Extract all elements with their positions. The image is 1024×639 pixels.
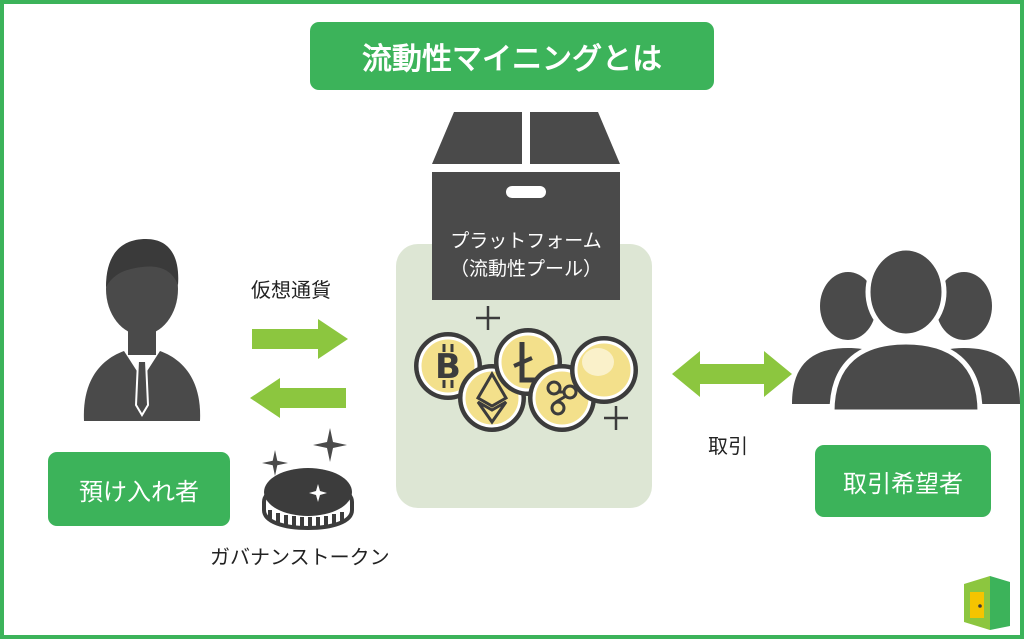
coin-pile: B xyxy=(414,306,638,432)
user-group-icon xyxy=(792,245,1020,415)
brand-logo-icon xyxy=(964,576,1010,630)
depositor-label: 預け入れ者 xyxy=(48,452,230,526)
crypto-flow-label: 仮想通貨 xyxy=(251,278,331,302)
traders-label: 取引希望者 xyxy=(815,445,991,517)
platform-label-line2: （流動性プール） xyxy=(449,258,602,280)
open-box-icon xyxy=(432,112,620,300)
page-title: 流動性マイニングとは xyxy=(310,22,714,90)
svg-text:B: B xyxy=(435,347,461,387)
reward-arrow xyxy=(250,378,346,418)
businessman-icon xyxy=(83,239,201,421)
deposit-arrow xyxy=(252,319,348,359)
trade-arrow xyxy=(672,351,792,397)
governance-token-label: ガバナンストークン xyxy=(210,545,390,569)
blank-coin-icon xyxy=(570,336,638,404)
sparkle-icon xyxy=(262,450,288,476)
trade-label: 取引 xyxy=(708,434,748,458)
platform-label-line1: プラットフォーム xyxy=(450,230,602,252)
governance-token-icon xyxy=(262,468,354,531)
sparkle-icon xyxy=(313,428,347,462)
